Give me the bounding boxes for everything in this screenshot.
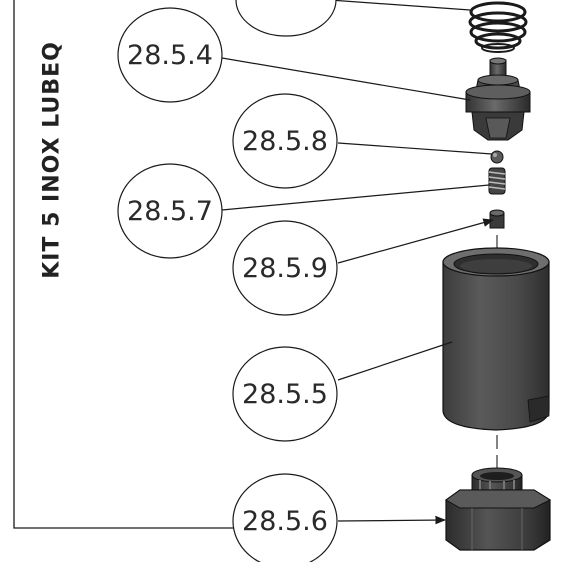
valve-body-part — [465, 57, 531, 141]
cylinder-body-part — [442, 247, 550, 431]
leader-line-28-5-5 — [337, 341, 453, 381]
callout-label: 28.5.5 — [242, 379, 328, 410]
callout-label: 28.5.7 — [127, 196, 213, 227]
kit-title: KIT 5 INOX LUBEQ — [39, 41, 65, 279]
callout-balloon-28-5-6: 28.5.6 — [232, 473, 338, 562]
grub-screw-part — [489, 209, 505, 229]
callout-balloon-28-5-9: 28.5.9 — [232, 220, 338, 316]
callout-label: 28.5.8 — [242, 126, 328, 157]
callout-balloon-28-5-8: 28.5.8 — [232, 93, 338, 189]
leader-line-28-5-6 — [337, 515, 447, 525]
leader-line-28-5-8 — [337, 142, 493, 155]
leader-line-28-5-7 — [221, 184, 490, 211]
callout-balloon-28-5-7: 28.5.7 — [117, 163, 223, 259]
callout-label: 28.5.4 — [127, 40, 213, 71]
ball-part — [490, 150, 504, 164]
callout-balloon-28-5-5: 28.5.5 — [232, 346, 338, 442]
leader-line-c1 — [329, 0, 471, 11]
leader-line-28-5-4 — [221, 57, 471, 101]
hex-cap-part — [445, 467, 552, 551]
callout-label: 28.5.9 — [242, 253, 328, 284]
callout-label: 28.5.6 — [242, 506, 328, 537]
callout-balloon-c1 — [235, 0, 337, 37]
leader-line-28-5-9 — [337, 218, 495, 264]
spring-part — [468, 1, 528, 53]
callout-balloon-28-5-4: 28.5.4 — [117, 7, 223, 103]
small-spring-part — [488, 167, 506, 195]
frame-line — [13, 0, 240, 529]
